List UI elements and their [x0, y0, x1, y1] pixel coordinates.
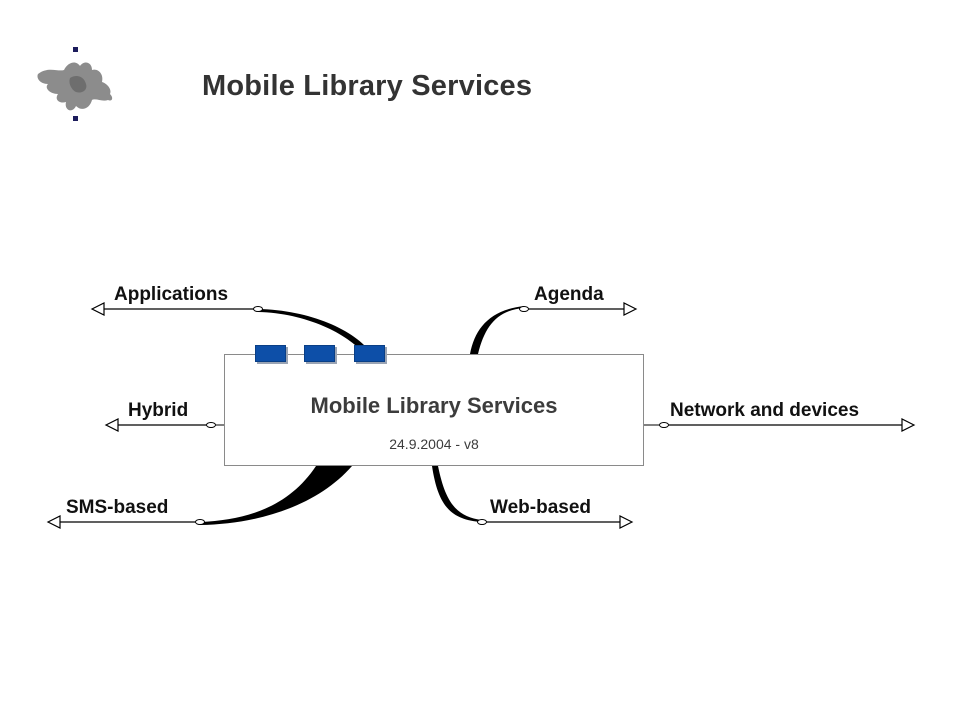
- junction-sms-based: [195, 519, 205, 525]
- central-topic-node[interactable]: Mobile Library Services 24.9.2004 - v8: [224, 354, 644, 466]
- arrow-hybrid: [104, 418, 119, 432]
- connector-agenda: [470, 306, 524, 354]
- logo-flame-detail: [69, 76, 87, 93]
- arrow-network-and-devices: [901, 418, 916, 432]
- branch-label-sms-based[interactable]: SMS-based: [66, 497, 169, 518]
- junction-applications: [253, 306, 263, 312]
- central-topic-subtitle: 24.9.2004 - v8: [389, 436, 479, 452]
- junction-hybrid: [206, 422, 216, 428]
- junction-web-based: [477, 519, 487, 525]
- central-node-tab-2: [304, 345, 335, 362]
- slide-title: Mobile Library Services: [202, 70, 533, 102]
- branch-label-agenda[interactable]: Agenda: [534, 284, 604, 305]
- central-topic-title: Mobile Library Services: [310, 393, 558, 418]
- arrow-web-based: [619, 515, 634, 529]
- university-logo: [37, 47, 113, 121]
- branch-label-network-and-devices[interactable]: Network and devices: [670, 400, 860, 421]
- central-node-tab-3: [354, 345, 385, 362]
- junction-agenda: [519, 306, 529, 312]
- connector-web-based: [432, 466, 482, 522]
- branch-label-hybrid[interactable]: Hybrid: [128, 400, 189, 421]
- arrow-applications: [90, 302, 105, 316]
- arrow-agenda: [623, 302, 638, 316]
- junction-network-and-devices: [659, 422, 669, 428]
- connector-sms-based: [200, 466, 352, 525]
- logo-square-bottom: [73, 116, 78, 121]
- central-node-tab-1: [255, 345, 286, 362]
- branch-label-web-based[interactable]: Web-based: [490, 497, 592, 518]
- logo-square-top: [73, 47, 78, 52]
- arrow-sms-based: [46, 515, 61, 529]
- branch-label-applications[interactable]: Applications: [114, 284, 229, 305]
